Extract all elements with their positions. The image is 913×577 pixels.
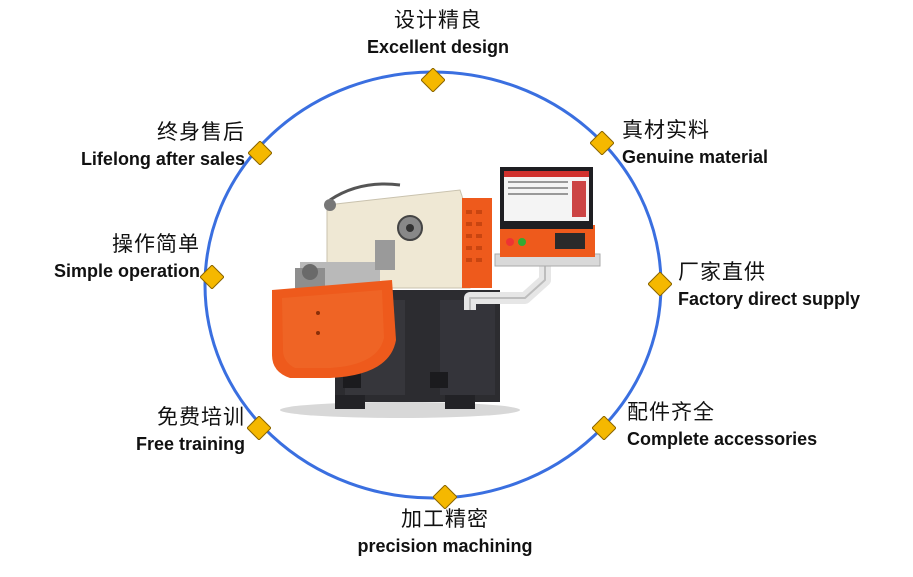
feature-top-left-en: Lifelong after sales — [80, 149, 245, 170]
feature-bottom-en: precision machining — [357, 536, 533, 557]
feature-top-en: Excellent design — [366, 37, 510, 58]
feature-top-left-zh: 终身售后 — [157, 120, 245, 144]
feature-left: 操作简单 Simple operation — [20, 232, 200, 283]
feature-top-right-zh: 真材实料 — [622, 118, 710, 142]
feature-top: 设计精良 Excellent design — [338, 8, 538, 59]
feature-top-right-en: Genuine material — [622, 147, 769, 168]
diamond-marker-bottom-icon — [433, 485, 457, 509]
diamond-marker-left-icon — [200, 265, 224, 289]
feature-right-zh: 厂家直供 — [678, 260, 766, 284]
feature-bottom-right-en: Complete accessories — [627, 429, 818, 450]
diamond-marker-bottom-right-icon — [592, 416, 616, 440]
feature-left-en: Simple operation — [53, 261, 200, 282]
feature-left-zh: 操作简单 — [112, 232, 200, 256]
diamond-marker-right-icon — [648, 272, 672, 296]
feature-right-en: Factory direct supply — [678, 289, 861, 310]
diamond-marker-top-left-icon — [248, 141, 272, 165]
feature-top-left: 终身售后 Lifelong after sales — [45, 120, 245, 171]
feature-top-zh: 设计精良 — [394, 8, 482, 32]
feature-bottom-right: 配件齐全 Complete accessories — [627, 400, 817, 451]
feature-right: 厂家直供 Factory direct supply — [678, 260, 860, 311]
diamond-marker-top-right-icon — [590, 131, 614, 155]
wire-bending-machine-icon — [272, 167, 601, 418]
feature-bottom-left: 免费培训 Free training — [95, 405, 245, 456]
feature-bottom-left-en: Free training — [135, 434, 245, 455]
diamond-marker-top-icon — [421, 68, 445, 92]
feature-bottom-left-zh: 免费培训 — [157, 405, 245, 429]
feature-bottom-zh: 加工精密 — [401, 507, 489, 531]
feature-top-right: 真材实料 Genuine material — [622, 118, 768, 169]
feature-bottom: 加工精密 precision machining — [340, 507, 550, 558]
feature-bottom-right-zh: 配件齐全 — [627, 400, 715, 424]
diamond-marker-bottom-left-icon — [247, 416, 271, 440]
